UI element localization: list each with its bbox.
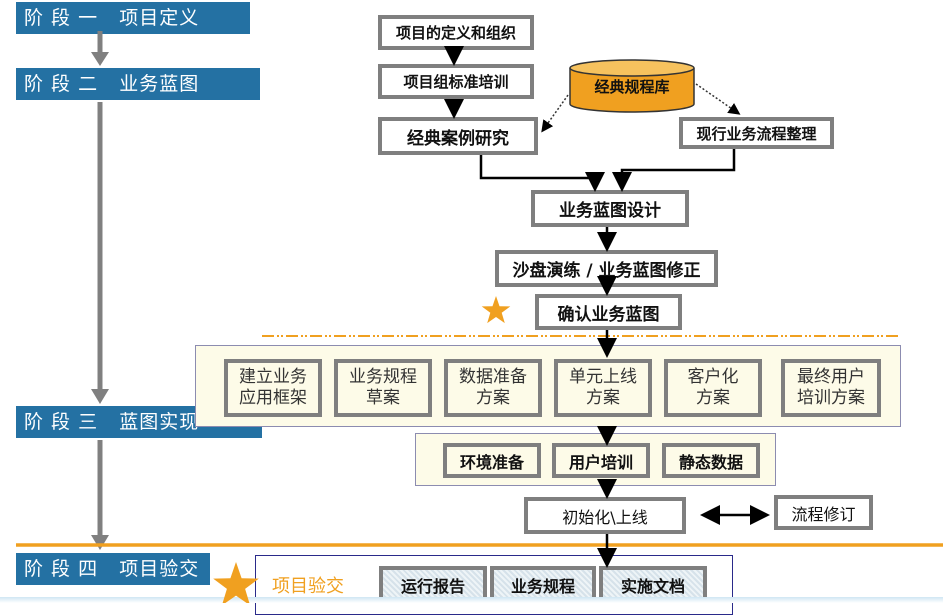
box-case-study: 经典案例研究 bbox=[378, 117, 538, 155]
prep-box-static-data: 静态数据 bbox=[662, 443, 760, 478]
plan-line2: 草案 bbox=[366, 388, 400, 408]
box-go-live: 初始化\上线 bbox=[524, 497, 686, 534]
plan-line1: 客户化 bbox=[687, 367, 739, 387]
box-process-revision: 流程修订 bbox=[774, 495, 873, 530]
box-confirm-blueprint: 确认业务蓝图 bbox=[535, 294, 682, 330]
stage-2-bar: 阶 段 二 业务蓝图 bbox=[16, 68, 260, 100]
box-project-definition: 项目的定义和组织 bbox=[378, 15, 534, 50]
stage-arrows bbox=[91, 31, 109, 550]
plan-line2: 培训方案 bbox=[797, 388, 865, 408]
box-blueprint-design: 业务蓝图设计 bbox=[531, 190, 689, 227]
plan-box: 单元上线方案 bbox=[554, 359, 652, 417]
acceptance-title: 项目验交 bbox=[272, 576, 344, 597]
plan-line1: 最终用户 bbox=[797, 367, 865, 387]
star-icon bbox=[481, 296, 511, 324]
deliverable-box: 实施文档 bbox=[599, 566, 707, 603]
plan-line1: 业务规程 bbox=[349, 367, 417, 387]
bottom-fade bbox=[0, 597, 943, 603]
plan-box: 建立业务应用框架 bbox=[224, 359, 322, 417]
prep-box-environment: 环境准备 bbox=[443, 443, 541, 478]
box-sandbox-revision: 沙盘演练 / 业务蓝图修正 bbox=[495, 250, 718, 287]
stage-4-bar: 阶 段 四 项目验交 bbox=[16, 553, 210, 585]
plan-box: 数据准备方案 bbox=[444, 359, 542, 417]
plan-box: 业务规程草案 bbox=[334, 359, 432, 417]
plan-line1: 建立业务 bbox=[239, 367, 307, 387]
plan-line1: 单元上线 bbox=[569, 367, 637, 387]
plan-box: 最终用户培训方案 bbox=[781, 359, 881, 417]
plan-line2: 方案 bbox=[476, 388, 510, 408]
stage-1-bar: 阶 段 一 项目定义 bbox=[16, 2, 250, 34]
database-icon bbox=[569, 59, 695, 113]
plan-box: 客户化方案 bbox=[664, 359, 762, 417]
classic-library-cylinder: 经典规程库 bbox=[568, 58, 696, 114]
plan-line2: 方案 bbox=[586, 388, 620, 408]
plan-line1: 数据准备 bbox=[459, 367, 527, 387]
plan-line2: 方案 bbox=[696, 388, 730, 408]
box-current-process: 现行业务流程整理 bbox=[679, 117, 834, 149]
box-team-training: 项目组标准培训 bbox=[378, 64, 534, 99]
plan-line2: 应用框架 bbox=[239, 388, 307, 408]
library-label: 经典规程库 bbox=[594, 78, 670, 96]
prep-box-user-training: 用户培训 bbox=[552, 443, 650, 478]
